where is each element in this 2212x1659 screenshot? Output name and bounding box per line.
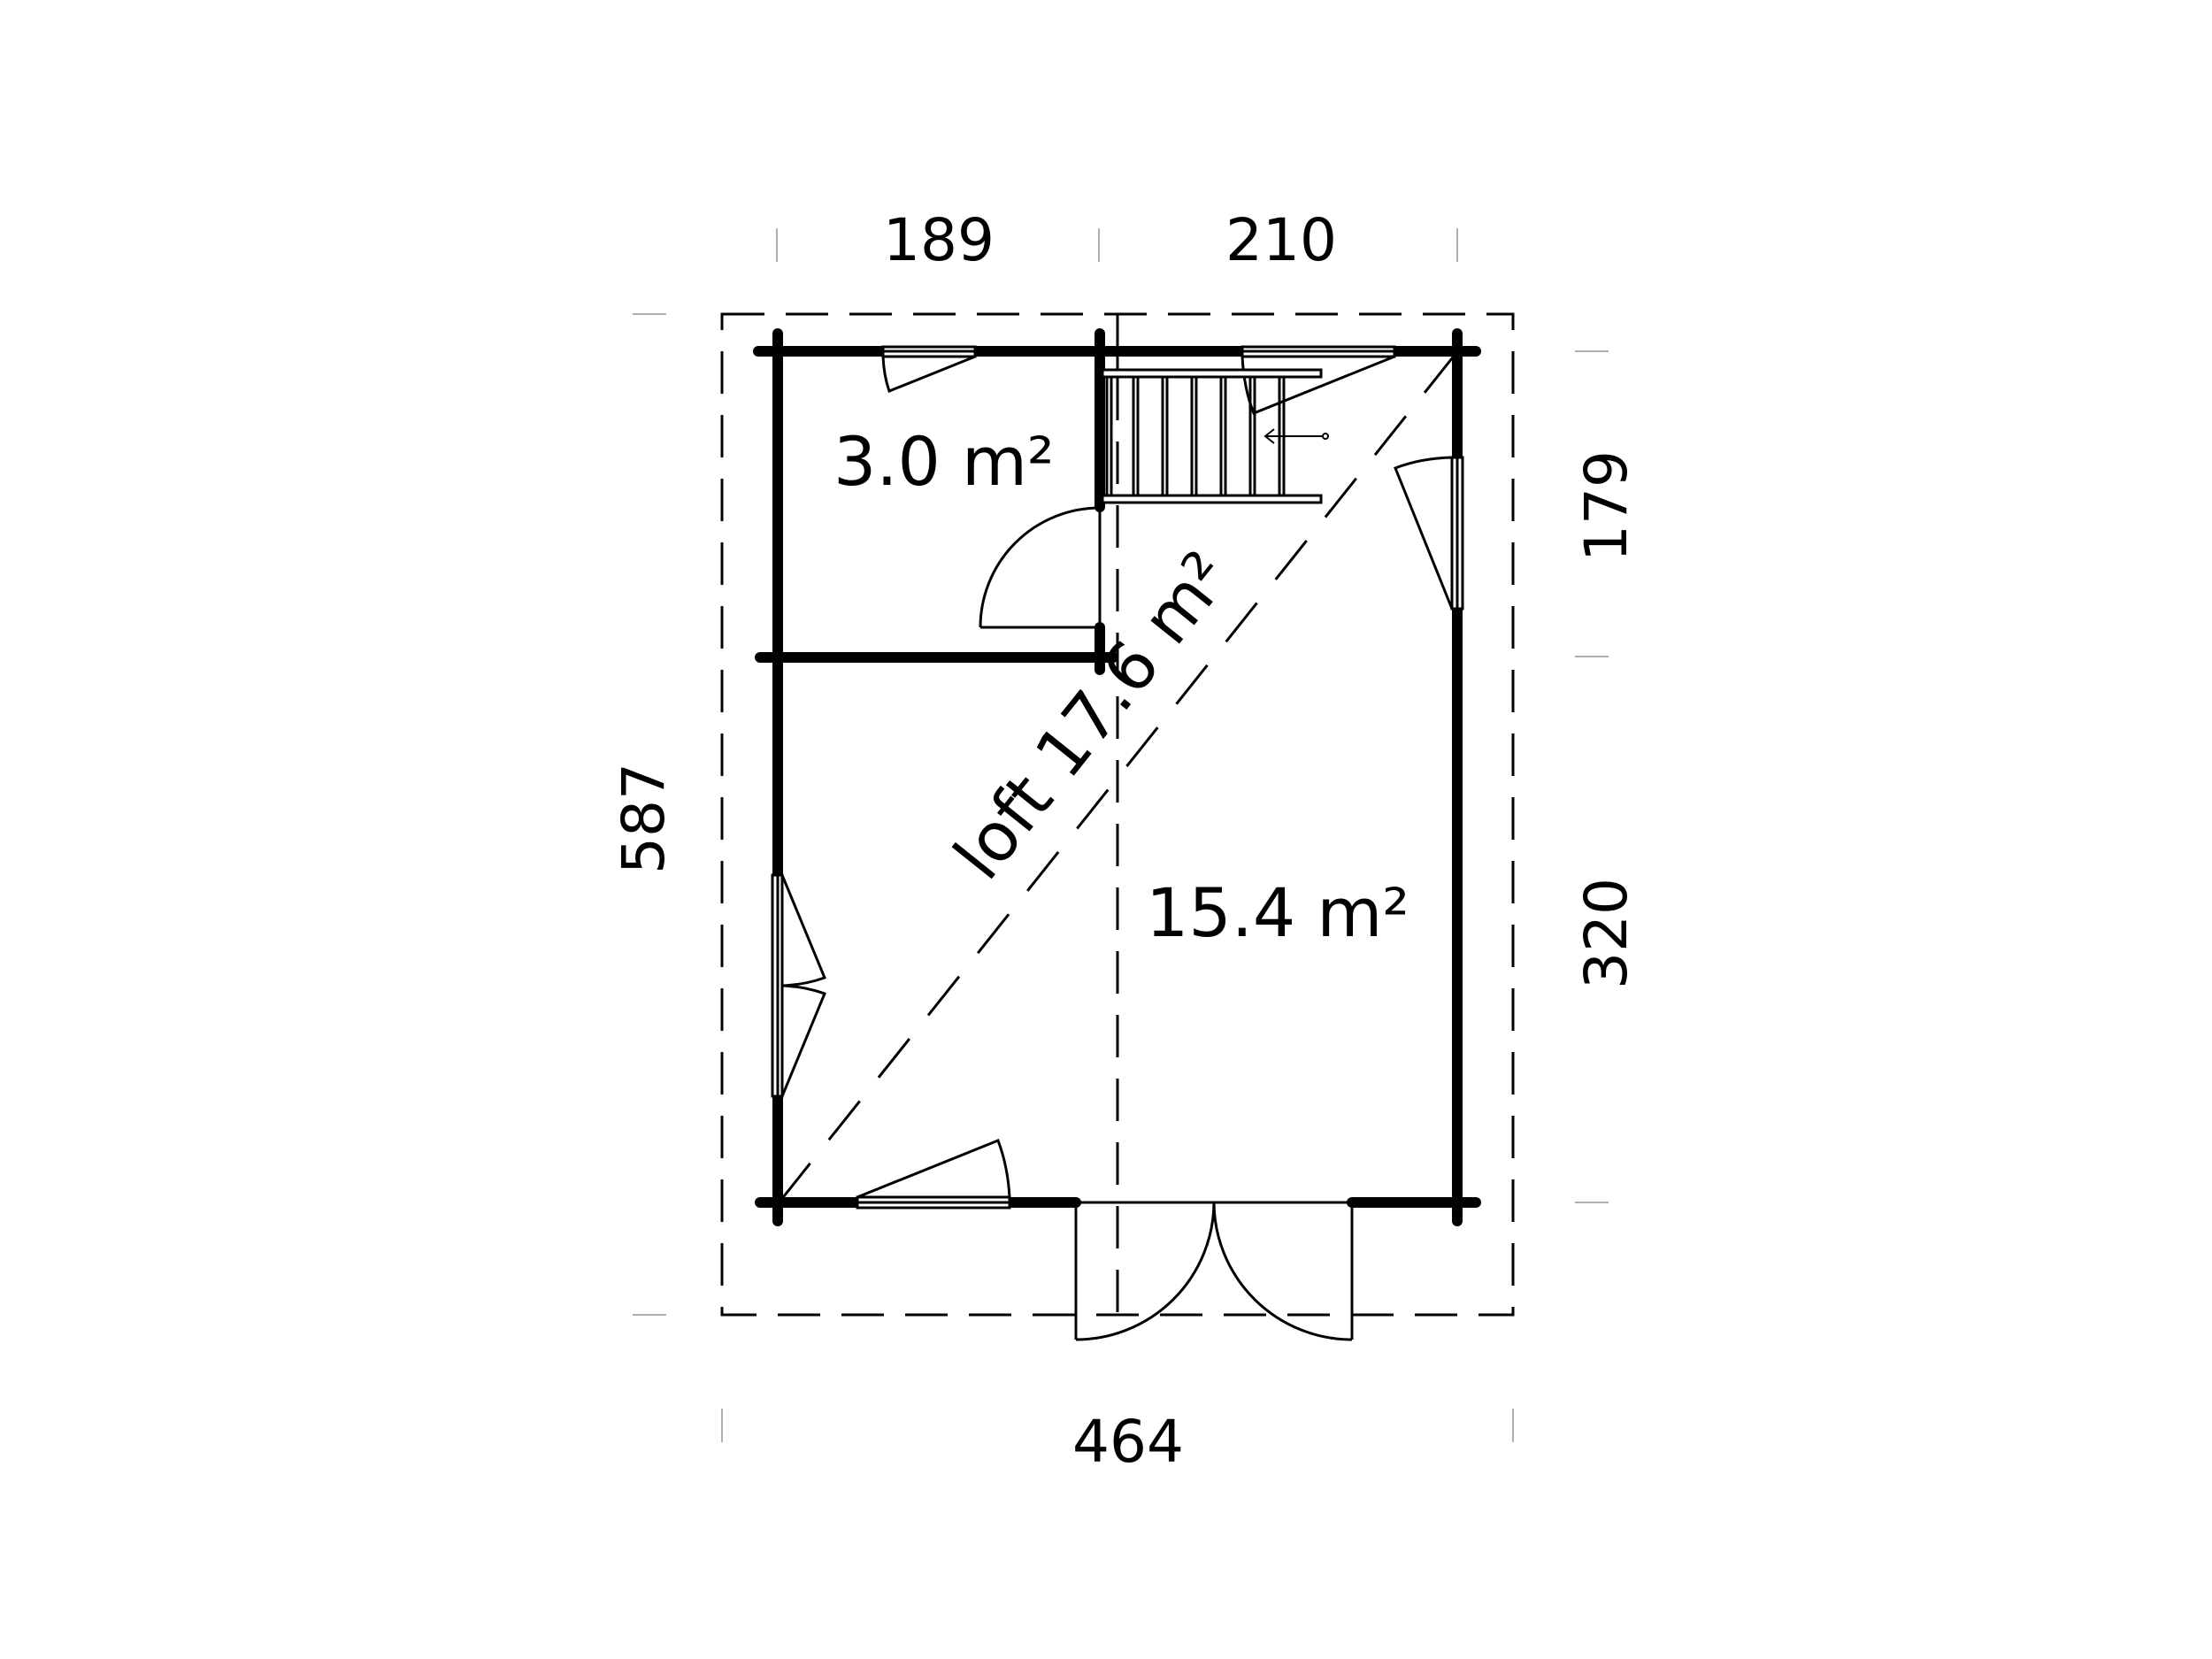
stair-treads bbox=[1105, 377, 1286, 495]
interior-door bbox=[979, 506, 1102, 629]
window-left bbox=[771, 873, 826, 1098]
window-top-left bbox=[881, 345, 977, 393]
dim-right-bottom: 320 bbox=[1572, 878, 1640, 989]
dim-bottom-total: 464 bbox=[1072, 1408, 1184, 1476]
dim-top-right: 210 bbox=[1225, 206, 1337, 274]
window-top-right bbox=[1240, 345, 1396, 415]
window-right bbox=[1394, 456, 1464, 611]
front-double-door bbox=[1074, 1201, 1354, 1341]
dim-left-total: 587 bbox=[610, 763, 678, 874]
area-loft: loft 17.6 m² bbox=[939, 537, 1246, 894]
area-main-room: 15.4 m² bbox=[1146, 873, 1409, 952]
window-bottom bbox=[856, 1139, 1011, 1210]
staircase bbox=[1101, 368, 1329, 504]
loft-diagonal bbox=[779, 353, 1457, 1202]
dimension-ticks bbox=[633, 228, 1609, 1442]
stair-arrow-icon bbox=[1263, 428, 1329, 444]
dim-right-top: 179 bbox=[1572, 450, 1640, 562]
dim-top-left: 189 bbox=[883, 206, 995, 274]
area-small-room: 3.0 m² bbox=[833, 422, 1055, 501]
